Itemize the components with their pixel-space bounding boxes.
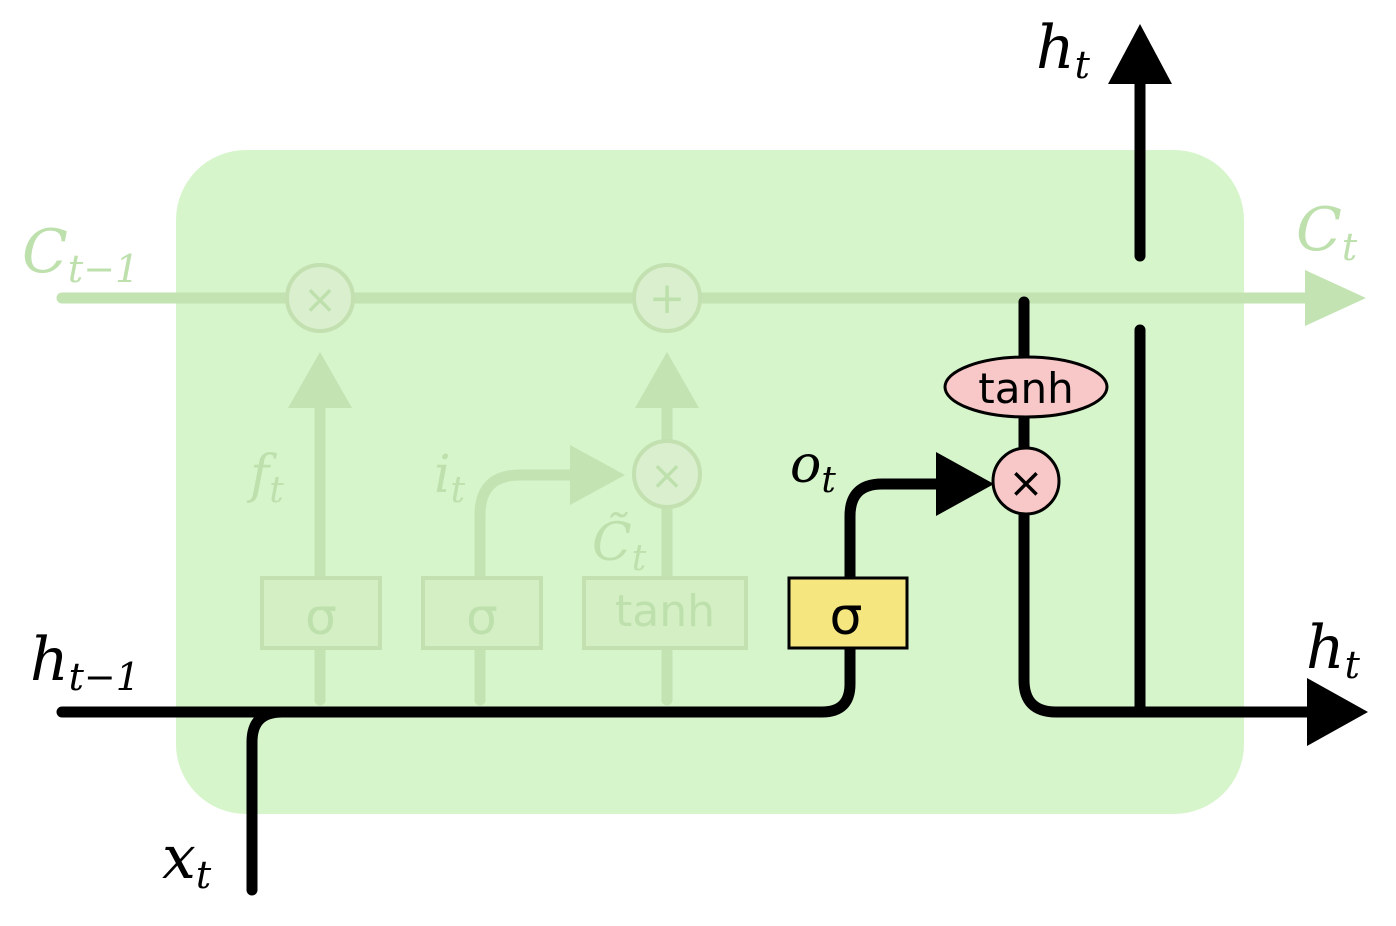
cell-add-symbol: + (649, 273, 686, 324)
h-prev-label: ht−1 (30, 625, 140, 699)
input-sigma-box (421, 576, 543, 650)
input-sigma-label: σ (466, 588, 498, 646)
candidate-tanh-box (582, 576, 748, 650)
c-prev-label: Ct−1 (22, 217, 139, 291)
candidate-arrowhead (635, 352, 699, 408)
input-arrowhead (570, 445, 625, 505)
h-top-label: ht (1036, 13, 1091, 87)
forget-multiply-symbol: × (303, 277, 337, 323)
forget-arrowhead (288, 352, 352, 408)
h-right-arrowhead (1307, 678, 1368, 746)
cell-tanh-op (943, 355, 1109, 419)
faded-cell-state-path: × + × σ σ tanh Ct−1 Ct ft it C̃t (22, 195, 1366, 706)
forget-sigma-label: σ (305, 588, 337, 646)
output-sigma-box (787, 576, 909, 650)
active-output-path: σ tanh × ht ht ht−1 xt ot (30, 13, 1368, 897)
forget-multiply-op (285, 263, 355, 333)
x-input-label: xt (162, 823, 212, 897)
output-sigma-label: σ (830, 587, 863, 647)
input-gate-label: it (434, 445, 466, 511)
forget-sigma-box (260, 576, 382, 650)
input-multiply-symbol: × (650, 453, 684, 499)
candidate-tanh-label: tanh (615, 586, 715, 637)
cell-tanh-label: tanh (978, 364, 1073, 413)
cell-add-op (632, 263, 702, 333)
h-right-label: ht (1306, 613, 1361, 687)
c-next-label: Ct (1296, 195, 1358, 269)
input-multiply-op (632, 439, 702, 509)
output-multiply-op (991, 446, 1061, 516)
output-multiply-symbol: × (1008, 458, 1043, 507)
h-top-arrowhead (1108, 24, 1172, 84)
output-gate-arrowhead (936, 452, 994, 516)
output-gate-label: ot (790, 435, 836, 501)
cell-state-arrowhead (1305, 270, 1366, 326)
candidate-label: C̃t (592, 512, 647, 579)
